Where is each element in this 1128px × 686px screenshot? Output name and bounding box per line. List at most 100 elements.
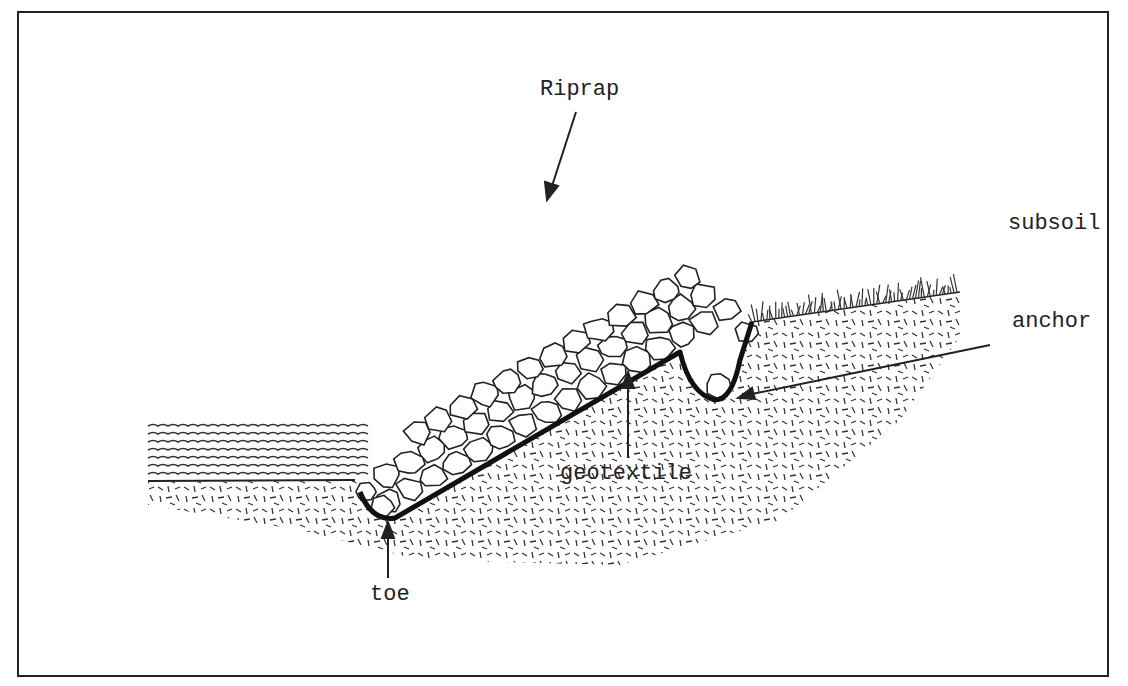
grass-blade: [873, 288, 874, 304]
grass-blade: [942, 285, 945, 294]
grass-blade: [856, 292, 860, 307]
grass-blade: [808, 295, 811, 314]
grass-blade: [927, 281, 930, 296]
grass-blade: [936, 279, 937, 296]
grass-blade: [868, 289, 871, 305]
riprap-stone: [374, 464, 399, 488]
leader-line: [627, 386, 629, 458]
grass-blade: [766, 310, 768, 320]
grass-blade: [781, 302, 783, 318]
grass-blade: [910, 287, 913, 300]
arrowhead: [622, 372, 634, 388]
riprap-stone: [713, 299, 741, 321]
grass-blade: [824, 298, 826, 311]
grass-blade: [918, 281, 920, 298]
ground-line: [752, 292, 960, 322]
water-line: [148, 441, 368, 443]
riprap-stone: [675, 265, 700, 288]
water-line: [148, 473, 368, 475]
arrowhead: [738, 388, 755, 399]
riprap-stone: [403, 422, 430, 445]
grass-blade: [943, 287, 945, 294]
water-line: [148, 465, 368, 467]
seabed-line: [148, 480, 355, 481]
riprap-stone: [425, 407, 452, 432]
grass-blade: [947, 286, 948, 294]
grass-blade: [844, 299, 847, 309]
grass-blade: [778, 309, 780, 318]
subsoil-fill: [148, 292, 965, 565]
part-label: geotextile: [560, 462, 692, 486]
riprap-stone: [356, 483, 376, 501]
grass-blade: [814, 297, 815, 313]
part-label: anchor: [1012, 310, 1091, 334]
grass-blade: [886, 285, 889, 303]
part-label: subsoil: [1008, 212, 1100, 236]
leader-line: [552, 112, 576, 186]
grass-blade: [950, 287, 951, 293]
riprap-stone: [509, 414, 537, 437]
water-line: [148, 433, 368, 435]
riprap-stone: [689, 312, 718, 335]
riprap-stone: [531, 402, 561, 422]
frame: [18, 12, 1108, 676]
grass-blade: [769, 309, 773, 319]
grass-blade: [748, 314, 752, 322]
grass-blade: [907, 290, 910, 300]
grass-blade: [803, 302, 805, 315]
water: [148, 425, 368, 475]
grass-blade: [859, 299, 860, 306]
arrowhead: [545, 182, 558, 200]
grass-blade: [877, 285, 880, 304]
riprap-stone: [669, 322, 694, 347]
grass-blade: [893, 292, 895, 301]
grass-blade: [786, 306, 788, 317]
grass-blade: [791, 310, 793, 316]
riprap-stone: [555, 389, 582, 412]
grass-blade: [783, 308, 785, 317]
grass-blade: [761, 301, 763, 320]
grass-blade: [762, 313, 764, 320]
grass-blade: [921, 277, 925, 297]
water-line: [148, 457, 368, 459]
grass-blade: [950, 277, 954, 293]
grass-blade: [775, 302, 776, 319]
grass-blade: [900, 289, 904, 300]
grass-blade: [756, 309, 758, 322]
water-line: [148, 449, 368, 451]
riprap-stone: [487, 426, 515, 449]
grass-blade: [866, 297, 868, 305]
riprap-stone: [493, 369, 521, 393]
geotextile-layer: [360, 322, 752, 518]
grass-blade: [831, 301, 832, 310]
grass-blade: [834, 301, 835, 310]
grass-blade: [797, 303, 800, 315]
riprap-stone: [540, 343, 567, 367]
riprap-stone: [691, 284, 715, 308]
riprap-stone: [601, 363, 626, 384]
grass-blade: [890, 289, 892, 302]
grass-blade: [915, 281, 918, 299]
grass-blade: [953, 274, 957, 292]
grass-blade: [861, 289, 863, 307]
grass-blade: [820, 297, 822, 313]
grass-blade: [897, 283, 899, 301]
grass-blade: [933, 290, 935, 296]
riprap-stone: [518, 358, 544, 379]
part-label: Riprap: [540, 78, 619, 102]
arrowhead: [382, 522, 394, 538]
leader-line: [752, 345, 990, 394]
grass: [748, 274, 957, 322]
grass-blade: [751, 305, 755, 322]
part-label: toe: [370, 583, 410, 607]
grass-blade: [837, 290, 841, 310]
grass-blade: [921, 288, 922, 297]
grass-blade: [788, 302, 791, 317]
riprap-stone: [654, 278, 680, 302]
grass-blade: [822, 293, 823, 312]
grass-blade: [876, 292, 880, 304]
water-line: [148, 425, 368, 427]
leaders: [382, 112, 990, 578]
